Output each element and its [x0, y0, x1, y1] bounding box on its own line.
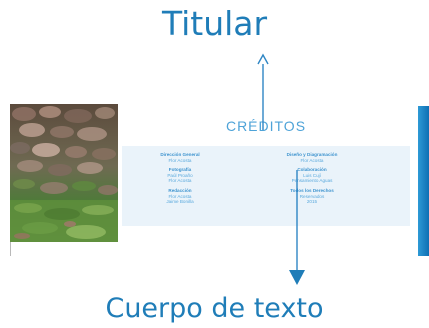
credit-block: Todos los Derechos Reservados 2015: [262, 188, 362, 205]
body-text-label: Cuerpo de texto: [105, 293, 324, 324]
credits-title: CRÉDITOS: [225, 118, 307, 134]
credit-block: Colaboración Luis Cují Pensamiento Aguas: [262, 167, 362, 184]
headline-arrow: [257, 53, 269, 130]
headline-label: Titular: [161, 4, 268, 43]
credit-name: 2015: [306, 199, 318, 205]
credits-right-column: Diseño y Diagramación Flor Acosta Colabo…: [262, 152, 362, 209]
river-rocks-photo: [10, 104, 118, 242]
body-text-arrow: [289, 170, 305, 285]
credit-block: Redacción Flor Acosta Jaime Bonilla: [130, 188, 230, 205]
credit-name: Flor Acosta: [168, 178, 192, 184]
credit-name: Pensamiento Aguas: [291, 178, 333, 184]
page-edge-line: [10, 242, 11, 256]
blue-page-strip: [418, 106, 429, 256]
credit-heading: Dirección General: [160, 152, 200, 157]
credit-block: Diseño y Diagramación Flor Acosta: [262, 152, 362, 163]
credits-left-column: Dirección General Flor Acosta Fotografía…: [130, 152, 230, 209]
credit-name: Reservados: [299, 193, 325, 199]
credit-name: Paúl Proaño: [167, 172, 193, 178]
credit-heading: Redacción: [168, 187, 192, 193]
credit-heading: Todos los Derechos: [290, 187, 334, 193]
credit-heading: Colaboración: [297, 167, 327, 173]
credit-name: Flor Acosta: [168, 193, 192, 199]
credit-heading: Fotografía: [168, 167, 192, 173]
credit-block: Dirección General Flor Acosta: [130, 152, 230, 163]
credit-name: Jaime Bonilla: [166, 199, 194, 205]
credit-heading: Diseño y Diagramación: [286, 152, 338, 157]
credit-block: Fotografía Paúl Proaño Flor Acosta: [130, 167, 230, 184]
credit-name: Flor Acosta: [168, 157, 192, 163]
credit-name: Flor Acosta: [300, 157, 324, 163]
credit-name: Luis Cují: [303, 172, 321, 178]
credits-body-box: [122, 146, 410, 226]
